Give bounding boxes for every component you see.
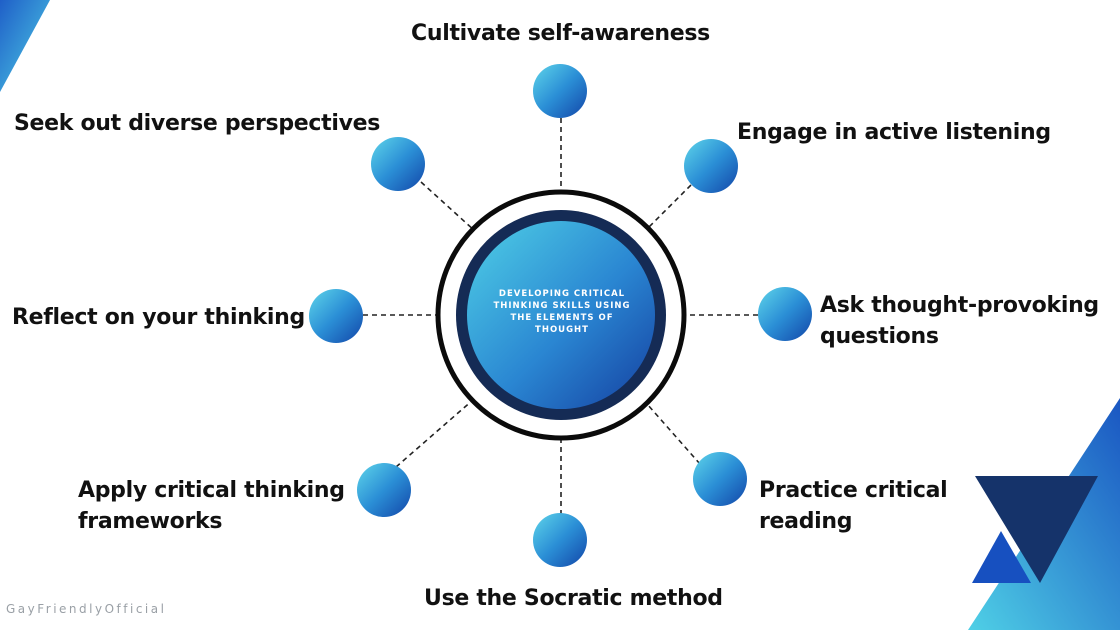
node-cultivate-self-awareness [533,64,587,118]
node-ask-questions [758,287,812,341]
label-reflect-thinking: Reflect on your thinking [12,305,305,330]
label-socratic-method: Use the Socratic method [424,586,723,611]
logo-dark-triangle [975,476,1098,583]
node-diverse-perspectives [371,137,425,191]
nodes [309,64,812,567]
node-practice-reading [693,452,747,506]
label-diverse-perspectives: Seek out diverse perspectives [14,111,381,136]
watermark: GayFriendlyOfficial [6,602,167,616]
label-ask-questions: Ask thought-provoking questions [820,293,1099,349]
corner-decoration-top-left [0,0,50,92]
center-hub [435,189,687,441]
label-apply-frameworks: Apply critical thinking frameworks [78,478,345,534]
logo-blue-triangle [972,531,1031,583]
node-socratic-method [533,513,587,567]
node-reflect-thinking [309,289,363,343]
label-practice-reading: Practice critical reading [759,478,948,534]
node-apply-frameworks [357,463,411,517]
label-engage-active-listening: Engage in active listening [737,120,1051,145]
connector-line [624,184,692,252]
center-title: DEVELOPING CRITICAL THINKING SKILLS USIN… [493,289,631,335]
logo [972,476,1098,583]
label-cultivate-self-awareness: Cultivate self-awareness [411,21,710,46]
node-engage-active-listening [684,139,738,193]
center-circle [467,221,655,409]
